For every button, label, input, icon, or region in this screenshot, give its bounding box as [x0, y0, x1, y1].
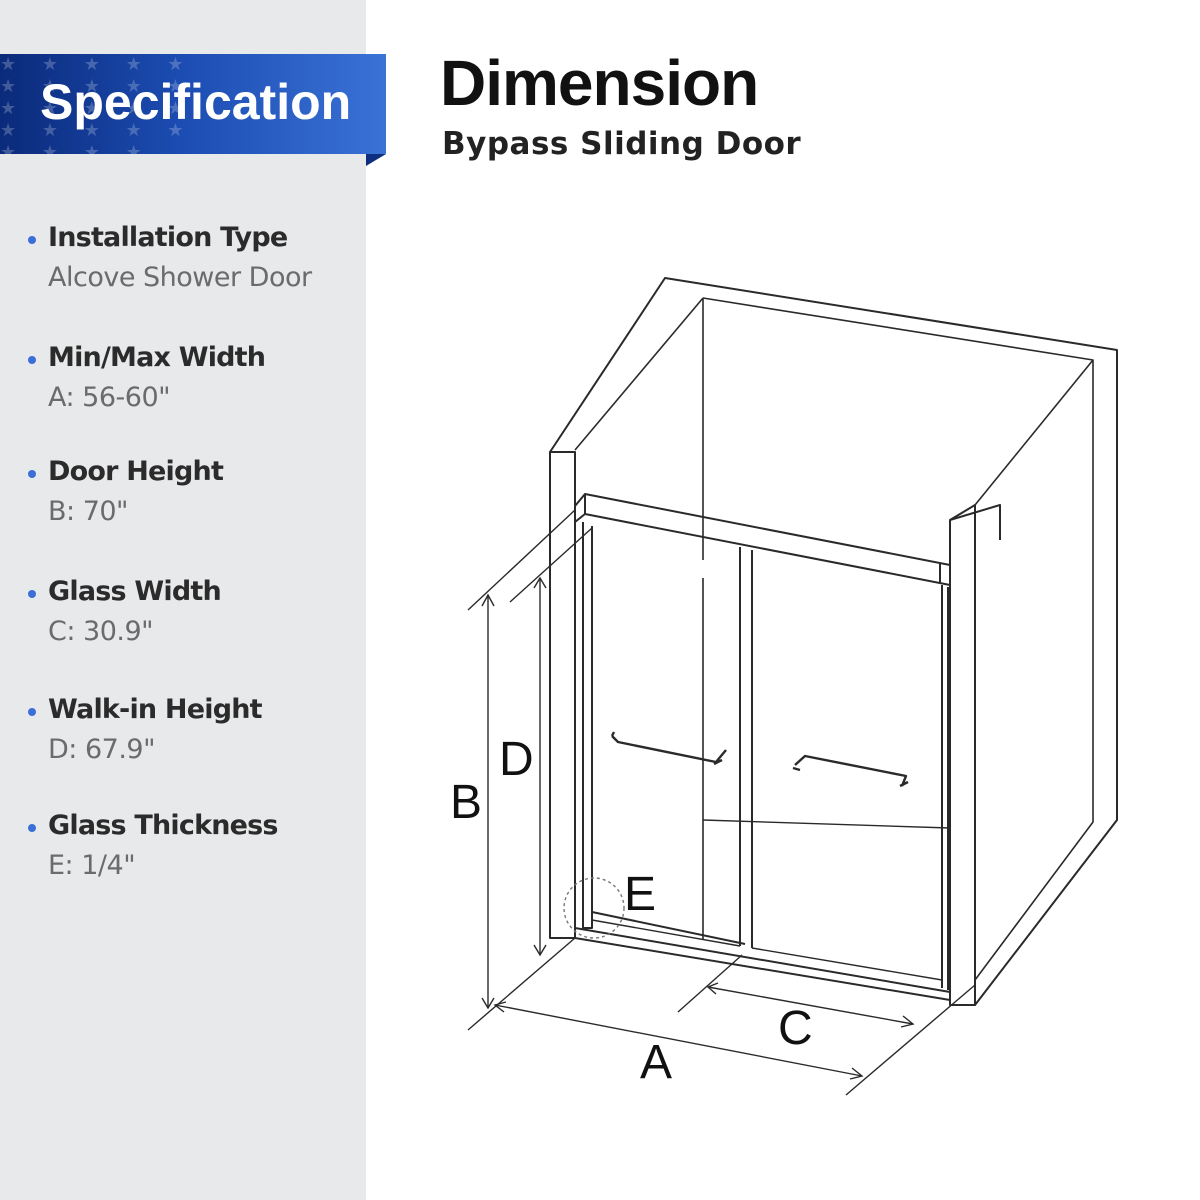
- bullet-icon: [28, 590, 36, 598]
- dimension-a-line: [494, 1004, 863, 1077]
- banner-title: Specification: [40, 74, 352, 130]
- dimension-label-b: B: [450, 776, 482, 829]
- bullet-icon: [28, 470, 36, 478]
- spec-value: B: 70": [48, 496, 128, 527]
- door-center-divider: [739, 547, 753, 948]
- spec-label: Door Height: [48, 456, 224, 487]
- spec-label: Min/Max Width: [48, 342, 266, 373]
- handle-left-icon: [610, 731, 727, 766]
- page-subtitle: Bypass Sliding Door: [442, 126, 802, 162]
- header-rail: [574, 493, 951, 586]
- left-wall: [549, 451, 576, 939]
- spec-value: D: 67.9": [48, 734, 156, 765]
- spec-value: C: 30.9": [48, 616, 154, 647]
- spec-value: E: 1/4": [48, 850, 136, 881]
- bullet-icon: [28, 824, 36, 832]
- door-frame-left: [582, 522, 593, 929]
- handle-right-icon: [792, 754, 909, 788]
- spec-label: Walk-in Height: [48, 694, 263, 725]
- spec-label: Installation Type: [48, 222, 288, 253]
- dimension-c-line: [707, 986, 914, 1025]
- floor-back: [702, 819, 951, 829]
- specification-banner: ★ ★ ★ ★ ★ ★ ★ ★ ★ ★ ★ ★ ★ ★ ★ ★ ★ ★ ★ ★ …: [0, 54, 386, 154]
- glass-thickness-marker: [563, 877, 625, 939]
- spec-value: A: 56-60": [48, 382, 171, 413]
- enclosure-top-inner: [574, 297, 704, 451]
- banner-fold: [366, 154, 386, 166]
- back-right-top: [974, 359, 1094, 506]
- spec-label: Glass Thickness: [48, 810, 279, 841]
- page-title: Dimension: [440, 47, 759, 119]
- bullet-icon: [28, 708, 36, 716]
- spec-label: Glass Width: [48, 576, 222, 607]
- bullet-icon: [28, 356, 36, 364]
- spec-sidebar: [0, 0, 366, 1200]
- dimension-label-d: D: [499, 733, 534, 786]
- bottom-track: [574, 927, 951, 1001]
- bullet-icon: [28, 236, 36, 244]
- enclosure-back-wall: [702, 297, 1094, 981]
- door-frame-right: [941, 585, 949, 990]
- dimension-label-a: A: [640, 1036, 672, 1089]
- stars-decoration: ★ ★ ★ ★ ★ ★ ★ ★ ★ ★ ★ ★ ★ ★ ★ ★ ★ ★ ★ ★ …: [0, 54, 194, 154]
- right-wall: [949, 504, 976, 1006]
- dimension-label-e: E: [624, 868, 656, 921]
- dimension-label-c: C: [778, 1002, 813, 1055]
- spec-value: Alcove Shower Door: [48, 262, 312, 293]
